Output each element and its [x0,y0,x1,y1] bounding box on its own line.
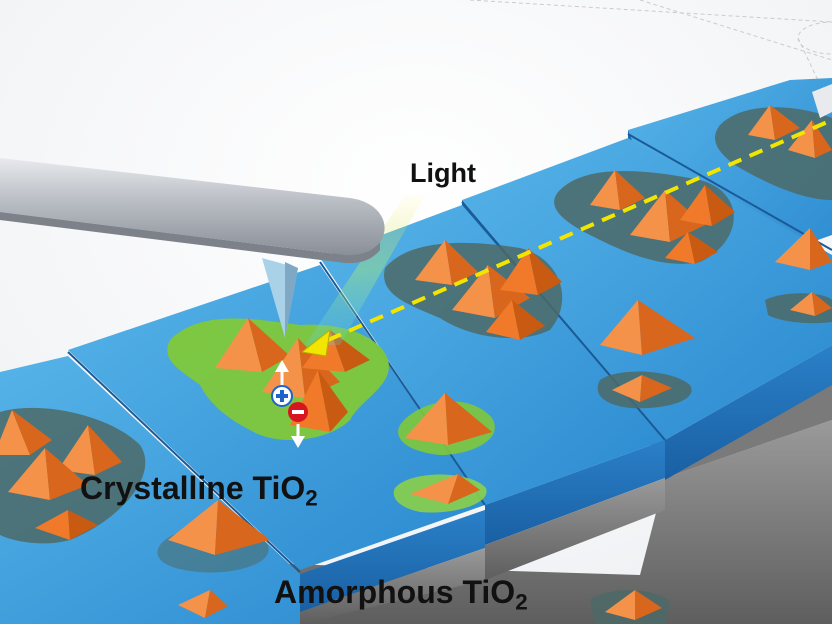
crystal-pyramid [415,240,478,285]
crystal-pyramid [486,300,545,340]
amorphous-tio2-label: Amorphous TiO2 [274,574,528,615]
hole-carrier [271,360,293,407]
crystal-pyramid [788,120,832,158]
crystal-pyramid [600,300,695,355]
light-source-lens [812,84,832,118]
crystal-pyramid [168,500,270,555]
crystal-pyramid [500,248,562,295]
light-label: Light [410,158,476,188]
crystal-pyramid [58,425,122,475]
crystal-pyramid [612,375,672,402]
crystal-pyramid [790,292,832,316]
crystal-pyramid [0,410,52,455]
crystal-pyramid [590,170,645,210]
crystal-pyramid [748,105,800,140]
arrow-up-icon [275,360,289,372]
crystal-pyramid [452,265,530,318]
crystal-pyramid [775,228,832,270]
crystal-pyramid [605,590,662,620]
crystal-pyramid [8,448,88,500]
substrate-tile [0,356,485,624]
arrow-down-icon [291,436,305,448]
crystal-pyramid [35,510,98,540]
crystal-pyramid [665,232,718,264]
crystal-pyramid [680,185,735,226]
minus-circle-icon [292,410,304,414]
crystal-pyramid [410,474,480,504]
crystal-pyramid [215,318,290,372]
electron-carrier [288,402,308,448]
light-arrow-head [300,328,331,357]
light-beam [305,195,425,345]
afm-probe [0,158,385,338]
crystal-pyramid [405,393,492,445]
crystal-pyramid [178,590,228,618]
crystalline-tio2-label: Crystalline TiO2 [80,470,318,511]
